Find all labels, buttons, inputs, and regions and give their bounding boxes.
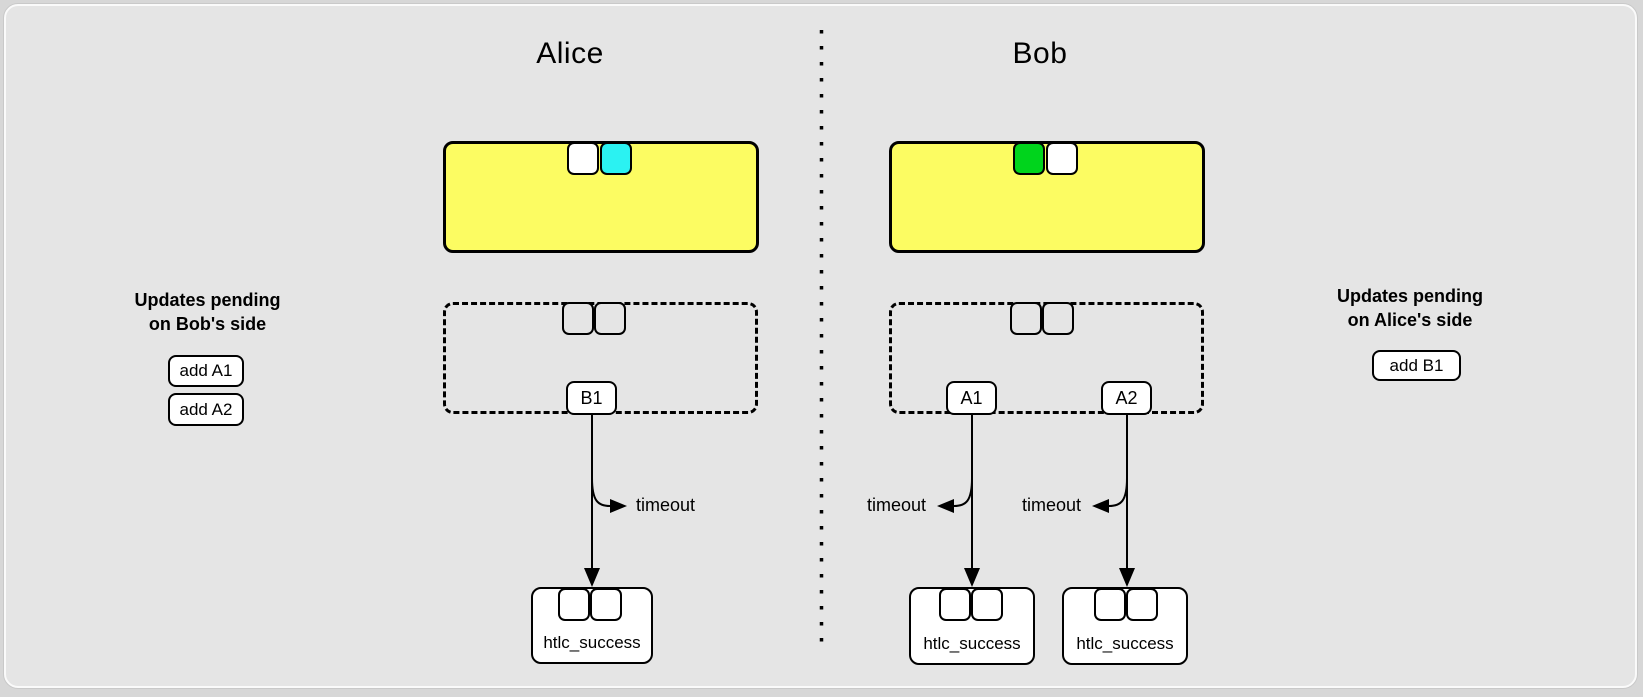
bob-htlc-output-a1-tag: A1 <box>946 381 997 415</box>
alice-htlc-success-chip-1 <box>558 588 590 621</box>
bob-column-title: Bob <box>1012 37 1068 70</box>
left-note-line2: on Bob's side <box>148 314 267 334</box>
arrowhead-a2-timeout-left <box>1092 499 1109 513</box>
bob-timeout-label-a2: timeout <box>1021 495 1081 515</box>
bob-htlc-output-a2-tag: A2 <box>1101 381 1152 415</box>
alice-column-title: Alice <box>536 37 604 70</box>
bob-htlc-success-a1-chip-1 <box>939 588 971 621</box>
bob-pending-output-chip-2 <box>1042 302 1074 335</box>
alice-htlc-success-box: htlc_success <box>531 587 653 664</box>
arrowhead-b1-timeout-right <box>610 499 627 513</box>
bob-htlc-success-a2-chip-2 <box>1126 588 1158 621</box>
alice-commitment-output-white-chip <box>567 142 599 175</box>
bob-commitment-output-green-chip <box>1013 142 1045 175</box>
bob-htlc-success-a1-chip-2 <box>971 588 1003 621</box>
bob-htlc-success-box-a2: htlc_success <box>1062 587 1188 665</box>
alice-htlc-output-b1-tag: B1 <box>566 381 617 415</box>
arrowhead-a1-down <box>964 568 980 587</box>
arrow-a2-timeout-branch <box>1108 477 1128 507</box>
bob-pending-output-chip-1 <box>1010 302 1042 335</box>
left-note-update-add-a1: add A1 <box>168 355 244 387</box>
arrowhead-a2-down <box>1119 568 1135 587</box>
alice-pending-output-chip-1 <box>562 302 594 335</box>
alice-htlc-success-chip-2 <box>590 588 622 621</box>
arrow-b1-timeout-branch <box>591 477 611 507</box>
arrowhead-a1-timeout-left <box>937 499 954 513</box>
right-note-line1: Updates pending <box>1336 286 1483 306</box>
bob-commitment-output-white-chip <box>1046 142 1078 175</box>
bob-htlc-success-a2-chip-1 <box>1094 588 1126 621</box>
right-note-line2: on Alice's side <box>1347 310 1473 330</box>
bob-htlc-success-box-a1: htlc_success <box>909 587 1035 665</box>
right-note-text: Updates pending on Alice's side <box>1302 284 1518 332</box>
right-note-update-add-b1: add B1 <box>1372 350 1461 381</box>
alice-pending-output-chip-2 <box>594 302 626 335</box>
bob-timeout-label-a1: timeout <box>866 495 926 515</box>
left-note-text: Updates pending on Bob's side <box>100 288 315 336</box>
arrow-a1-timeout-branch <box>953 477 973 507</box>
arrowhead-b1-down <box>584 568 600 587</box>
alice-timeout-label: timeout <box>636 495 696 515</box>
bob-htlc-success-label-a2: htlc_success <box>1076 634 1174 653</box>
left-note-line1: Updates pending <box>134 290 281 310</box>
left-note-update-add-a2: add A2 <box>168 393 244 426</box>
alice-commitment-output-cyan-chip <box>600 142 632 175</box>
alice-htlc-success-label: htlc_success <box>543 633 641 652</box>
bob-htlc-success-label-a1: htlc_success <box>923 634 1021 653</box>
